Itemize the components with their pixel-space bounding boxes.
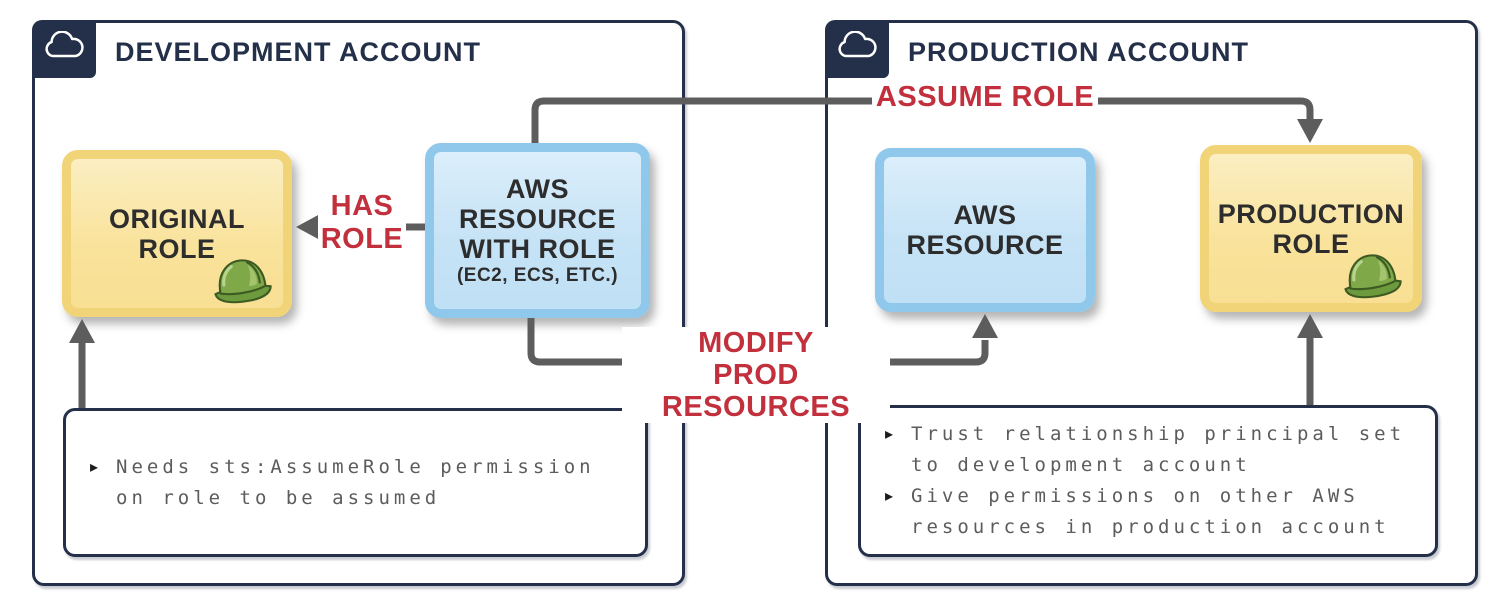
development-account-tab [32, 20, 96, 78]
note-text: Trust relationship principal set [911, 423, 1406, 445]
note-row: resources in production account [885, 512, 1435, 543]
resource-with-role-line2: RESOURCE [458, 203, 617, 234]
resource-with-role-subtitle: (EC2, ECS, ETC.) [456, 264, 619, 286]
production-role-line1: PRODUCTION [1217, 198, 1405, 229]
production-account-title: PRODUCTION ACCOUNT [908, 37, 1249, 67]
production-account-tab [825, 20, 889, 78]
note-row: on role to be assumed [90, 483, 645, 514]
original-role-box: ORIGINAL ROLE [62, 150, 292, 317]
assume-role-label: ASSUME ROLE [872, 80, 1098, 114]
aws-resource-with-role-box: AWS RESOURCE WITH ROLE (EC2, ECS, ETC.) [425, 143, 650, 318]
note-row: to development account [885, 450, 1435, 481]
has-role-label: HAS ROLE [318, 190, 406, 256]
original-role-label-line2: ROLE [138, 233, 216, 264]
development-account-title: DEVELOPMENT ACCOUNT [115, 37, 482, 67]
resource-with-role-line1: AWS [505, 173, 569, 204]
note-text: resources in production account [911, 516, 1390, 538]
has-role-label-line1: HAS [330, 190, 394, 222]
has-role-label-line2: ROLE [320, 223, 404, 255]
production-role-box: PRODUCTION ROLE [1200, 145, 1422, 312]
note-row: ▸ Trust relationship principal set [885, 419, 1435, 450]
note-text: Give permissions on other AWS [911, 485, 1359, 507]
cloud-icon [836, 30, 878, 67]
prod-resource-line2: RESOURCE [906, 230, 1064, 260]
production-role-line2: ROLE [1272, 228, 1350, 259]
modify-prod-resources-label: MODIFY PROD RESOURCES [622, 327, 890, 423]
resource-with-role-line3: WITH ROLE [459, 233, 616, 264]
bullet-triangle-icon: ▸ [885, 426, 894, 443]
bullet-triangle-icon: ▸ [90, 458, 99, 476]
note-text: Needs sts:AssumeRole permission [116, 455, 595, 478]
modify-label-line2: PROD RESOURCES [661, 359, 851, 423]
original-role-label-line1: ORIGINAL [109, 203, 245, 234]
hard-hat-icon [1336, 246, 1407, 305]
prod-resource-line1: AWS [953, 200, 1017, 230]
note-row: ▸ Needs sts:AssumeRole permission [90, 452, 645, 483]
production-note-box: ▸ Trust relationship principal set to de… [858, 405, 1438, 557]
modify-label-line1: MODIFY [698, 327, 814, 359]
note-text: on role to be assumed [116, 486, 441, 509]
hard-hat-icon [206, 251, 277, 310]
bullet-triangle-icon: ▸ [885, 488, 894, 505]
note-row: ▸ Give permissions on other AWS [885, 481, 1435, 512]
note-text: to development account [911, 454, 1251, 476]
prod-aws-resource-box: AWS RESOURCE [875, 148, 1095, 312]
development-note-box: ▸ Needs sts:AssumeRole permission on rol… [63, 408, 648, 557]
cloud-icon [43, 30, 85, 67]
